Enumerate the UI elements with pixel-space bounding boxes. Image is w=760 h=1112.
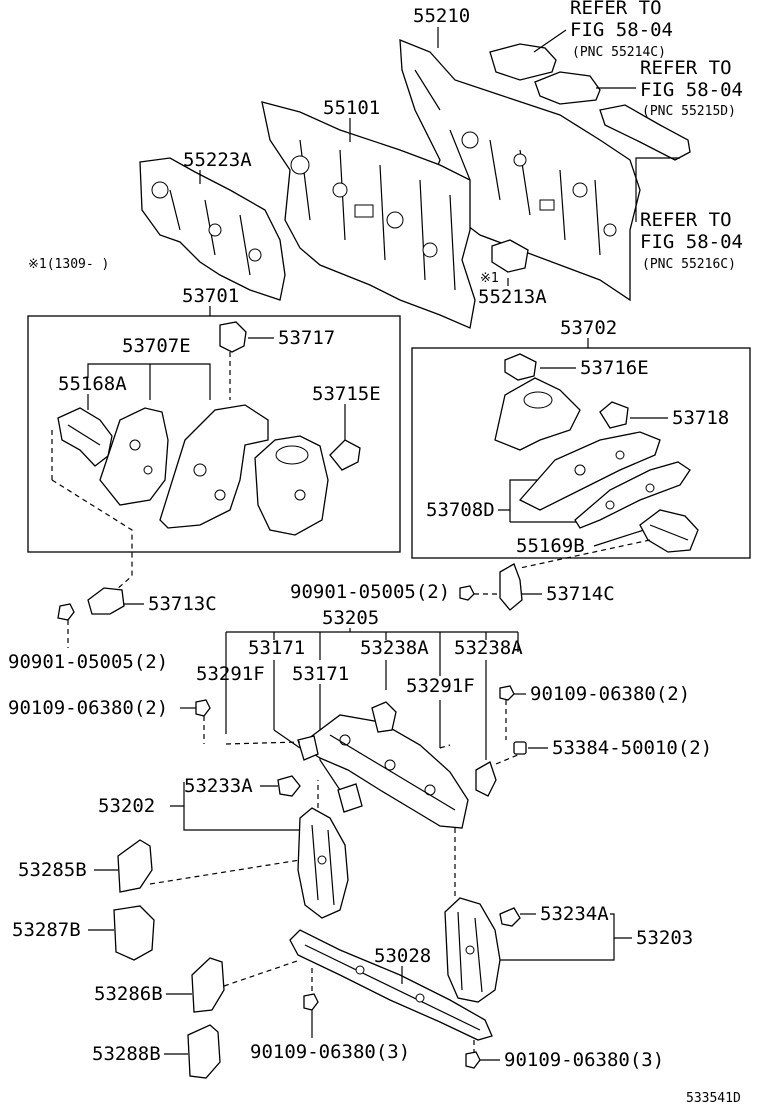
side-support-53202[interactable]	[297, 807, 349, 919]
apron-53707e-b[interactable]	[159, 404, 269, 529]
pad-55214c[interactable]	[489, 43, 557, 81]
label-53716e: 53716E	[580, 357, 649, 379]
label-53708d: 53708D	[426, 499, 495, 521]
clip-53384[interactable]	[513, 741, 527, 755]
label-90109-bottom-right: 90109-06380(3)	[504, 1049, 664, 1071]
dash-insulator-55101[interactable]	[261, 101, 476, 329]
apron-53707e-c[interactable]	[254, 435, 329, 536]
label-53286b: 53286B	[94, 983, 163, 1005]
radiator-support-lower-53028[interactable]	[289, 929, 493, 1041]
label-90109-left: 90109-06380(2)	[8, 697, 168, 719]
insulator-55223a[interactable]	[139, 157, 286, 301]
label-53171-a: 53171	[248, 637, 305, 659]
label-53028: 53028	[374, 945, 431, 967]
label-53713c: 53713C	[148, 593, 217, 615]
label-53205: 53205	[322, 607, 379, 629]
label-53287b: 53287B	[12, 919, 81, 941]
seal-53286b[interactable]	[191, 957, 225, 1013]
label-55168a: 55168A	[58, 373, 127, 395]
label-53384: 53384-50010(2)	[552, 737, 712, 759]
label-90109-right: 90109-06380(2)	[530, 683, 690, 705]
label-pnc-55215d: (PNC 55215D)	[642, 104, 736, 119]
bolt-90109-right[interactable]	[499, 685, 515, 701]
bracket-53238a-b[interactable]	[475, 761, 497, 797]
label-53702: 53702	[560, 317, 617, 339]
bracket-53718[interactable]	[599, 401, 629, 429]
label-90901-left: 90901-05005(2)	[8, 651, 168, 673]
bolt-90901-left[interactable]	[57, 603, 75, 621]
gusset-55169b[interactable]	[639, 509, 699, 553]
label-53171-b: 53171	[292, 663, 349, 685]
label-53717: 53717	[278, 327, 335, 349]
label-53233a: 53233A	[184, 775, 253, 797]
label-53707e: 53707E	[122, 335, 191, 357]
label-refer-3: REFER TO	[640, 209, 732, 231]
label-53291f-b: 53291F	[406, 675, 475, 697]
seal-53285b[interactable]	[117, 839, 153, 893]
label-53238a-a: 53238A	[360, 637, 429, 659]
group-box-53702	[411, 347, 751, 559]
label-55210: 55210	[413, 5, 470, 27]
label-53718: 53718	[672, 407, 729, 429]
member-53708d-b[interactable]	[574, 461, 691, 529]
pad-55215d[interactable]	[534, 71, 601, 105]
bracket-53171-b[interactable]	[337, 783, 363, 813]
label-53234a: 53234A	[540, 903, 609, 925]
label-90109-bottom-left: 90109-06380(3)	[250, 1041, 410, 1063]
pad-55216c[interactable]	[599, 104, 691, 161]
bolt-90109-bottom-right[interactable]	[465, 1051, 481, 1069]
label-note-1309: ※1(1309- )	[28, 257, 109, 272]
label-refer-2: REFER TO	[640, 57, 732, 79]
bracket-53171-a[interactable]	[297, 735, 319, 761]
block-55213a[interactable]	[491, 239, 529, 273]
seal-53288b[interactable]	[187, 1024, 221, 1079]
bracket-53238a-a[interactable]	[371, 701, 397, 733]
label-55169b: 55169B	[516, 535, 585, 557]
label-53285b: 53285B	[18, 859, 87, 881]
bracket-53715e[interactable]	[329, 439, 361, 471]
label-refer-1: REFER TO	[570, 0, 662, 19]
gusset-55168a[interactable]	[57, 407, 113, 467]
figure-id: 533541D	[686, 1091, 741, 1106]
label-53291f-a: 53291F	[196, 663, 265, 685]
label-53701: 53701	[182, 285, 239, 307]
label-53715e: 53715E	[312, 383, 381, 405]
apron-53707e-a[interactable]	[99, 407, 169, 506]
seal-53287b[interactable]	[113, 905, 155, 961]
bracket-53234a[interactable]	[499, 907, 521, 927]
label-55223a: 55223A	[183, 149, 252, 171]
group-box-53701	[27, 315, 401, 553]
bracket-53716e[interactable]	[504, 353, 537, 381]
label-53202: 53202	[98, 795, 155, 817]
bracket-53714c[interactable]	[499, 563, 523, 611]
side-support-53203[interactable]	[444, 897, 501, 1003]
label-fig-2: FIG 58-04	[640, 79, 743, 101]
label-55213a: 55213A	[478, 286, 547, 308]
bracket-53717[interactable]	[219, 321, 247, 353]
label-mark-1: ※1	[480, 271, 499, 286]
bolt-90109-bottom-left[interactable]	[303, 993, 319, 1011]
member-53708d-a[interactable]	[518, 431, 661, 511]
label-fig-3: FIG 58-04	[640, 231, 743, 253]
label-53288b: 53288B	[92, 1043, 161, 1065]
label-53714c: 53714C	[546, 583, 615, 605]
radiator-support-upper-53205[interactable]	[298, 714, 469, 829]
label-pnc-55214c: (PNC 55214C)	[572, 45, 666, 60]
label-fig-1: FIG 58-04	[570, 19, 673, 41]
bracket-53233a[interactable]	[277, 775, 301, 797]
dash-panel-55210[interactable]	[399, 39, 641, 302]
label-pnc-55216c: (PNC 55216C)	[642, 257, 736, 272]
label-55101: 55101	[323, 97, 380, 119]
label-53203: 53203	[636, 927, 693, 949]
label-90901-right: 90901-05005(2)	[290, 581, 450, 603]
bolt-90901-right[interactable]	[459, 585, 475, 601]
label-53238a-b: 53238A	[454, 637, 523, 659]
apron-53702-upper[interactable]	[494, 377, 581, 451]
bracket-53713c[interactable]	[87, 587, 125, 615]
bolt-90109-left[interactable]	[195, 699, 211, 717]
